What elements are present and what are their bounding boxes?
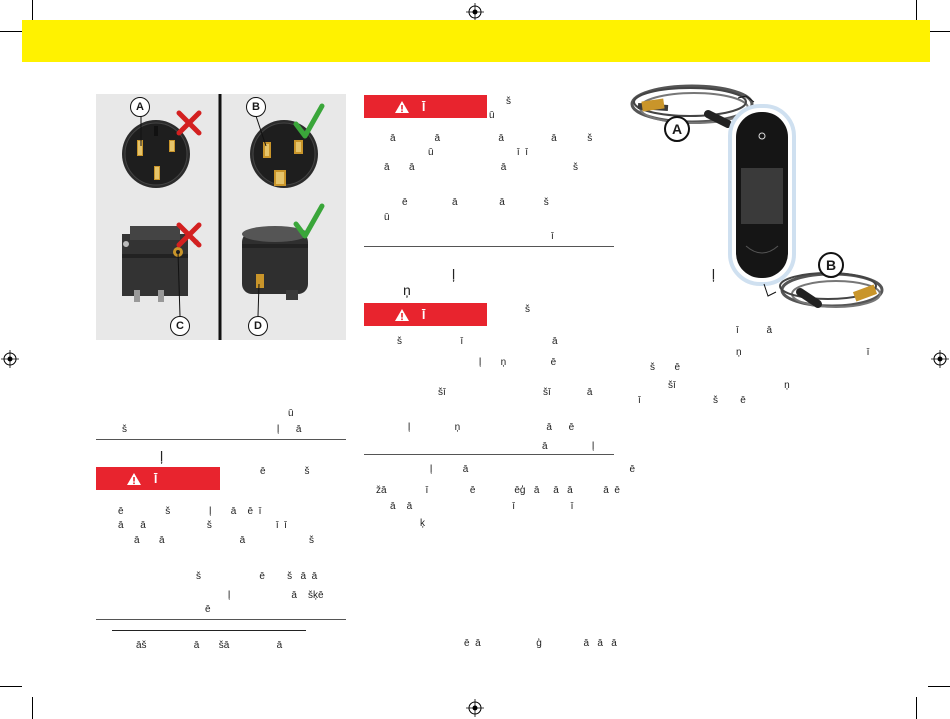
cross-icon [176, 110, 202, 136]
text-line: š ē š ā ā [196, 571, 318, 582]
text-line: ļ ņ ā ē [408, 422, 575, 433]
crop-mark [0, 31, 22, 32]
text-line: ē [205, 604, 211, 615]
text-line: ī [551, 231, 554, 242]
section-heading: ņ [403, 282, 411, 298]
text-line: š [525, 304, 530, 315]
divider [96, 619, 346, 620]
text-line: ē š ļ ā ē ī [118, 506, 262, 517]
text-line: ū [489, 110, 495, 121]
text-line: āš ā šā ā [136, 640, 283, 651]
text-line: ķ [420, 518, 425, 529]
crop-mark [928, 31, 950, 32]
figure-label-b: B [818, 252, 844, 278]
text-line: ā ļ [542, 441, 595, 452]
text-line: šī ņ [668, 380, 790, 391]
text-line: žā ī ē ēģ ā ā ā ā ē [376, 485, 620, 496]
crop-mark [32, 0, 33, 20]
text-line: ā ā ā ā š [390, 133, 593, 144]
warning-label: Ī [422, 99, 426, 114]
warning-badge: Ī [364, 303, 487, 326]
text-line: ī ā [736, 325, 773, 336]
text-line: ļ ņ ē [479, 357, 557, 368]
crop-mark [32, 697, 33, 719]
text-line: š [506, 96, 511, 107]
text-line: ā ā š ī ī [118, 520, 287, 531]
text-line: š ē [650, 362, 681, 373]
figure-label-a: A [664, 116, 690, 142]
crop-mark [0, 686, 22, 687]
charger-figure: A B [628, 78, 890, 318]
warning-label: Ī [154, 471, 158, 486]
warning-icon [395, 308, 409, 321]
registration-mark-icon [931, 350, 949, 368]
registration-mark-icon [466, 699, 484, 717]
section-heading: ļ ļ [452, 266, 715, 282]
warning-badge: Ī [96, 467, 220, 490]
divider [364, 454, 614, 455]
cross-icon [176, 222, 202, 248]
registration-mark-icon [466, 3, 484, 21]
text-line: ļ ā ē [430, 464, 636, 475]
text-line: ā ā ā š [134, 535, 315, 546]
section-heading: ļ [160, 448, 164, 464]
text-line: ū [288, 408, 294, 419]
check-icon [293, 203, 325, 239]
warning-label: Ī [422, 307, 426, 322]
divider [112, 630, 306, 631]
check-icon [293, 103, 325, 139]
warning-icon [395, 100, 409, 113]
text-line: ā ā ā š [384, 162, 578, 173]
warning-icon [127, 472, 141, 485]
text-line: ļ ā šķē [228, 590, 324, 601]
text-line: ū ī ī [428, 147, 529, 158]
text-line: ū [384, 212, 390, 223]
warning-badge: Ī [364, 95, 487, 118]
text-line: š ļ ā [122, 424, 302, 435]
text-line: ē š [260, 466, 310, 477]
crop-mark [916, 0, 917, 20]
text-line: šī šī ā [438, 387, 593, 398]
text-line: š ī ā [397, 336, 558, 347]
header-banner [22, 20, 930, 62]
crop-mark [916, 697, 917, 719]
divider [96, 439, 346, 440]
figure-label-b: B [246, 97, 266, 117]
registration-mark-icon [1, 350, 19, 368]
text-line: ā ā ī ī [390, 501, 574, 512]
text-line: ņ ī [736, 347, 870, 358]
text-line: ī š ē [638, 395, 746, 406]
crop-mark [928, 686, 950, 687]
figure-label-a: A [130, 97, 150, 117]
outlet-figure: A B C D [96, 94, 346, 340]
text-line: ē ā ā š [402, 197, 549, 208]
figure-label-d: D [248, 316, 268, 336]
figure-label-c: C [170, 316, 190, 336]
text-line: ē ā ģ ā ā ā [464, 638, 617, 649]
divider [364, 246, 614, 247]
